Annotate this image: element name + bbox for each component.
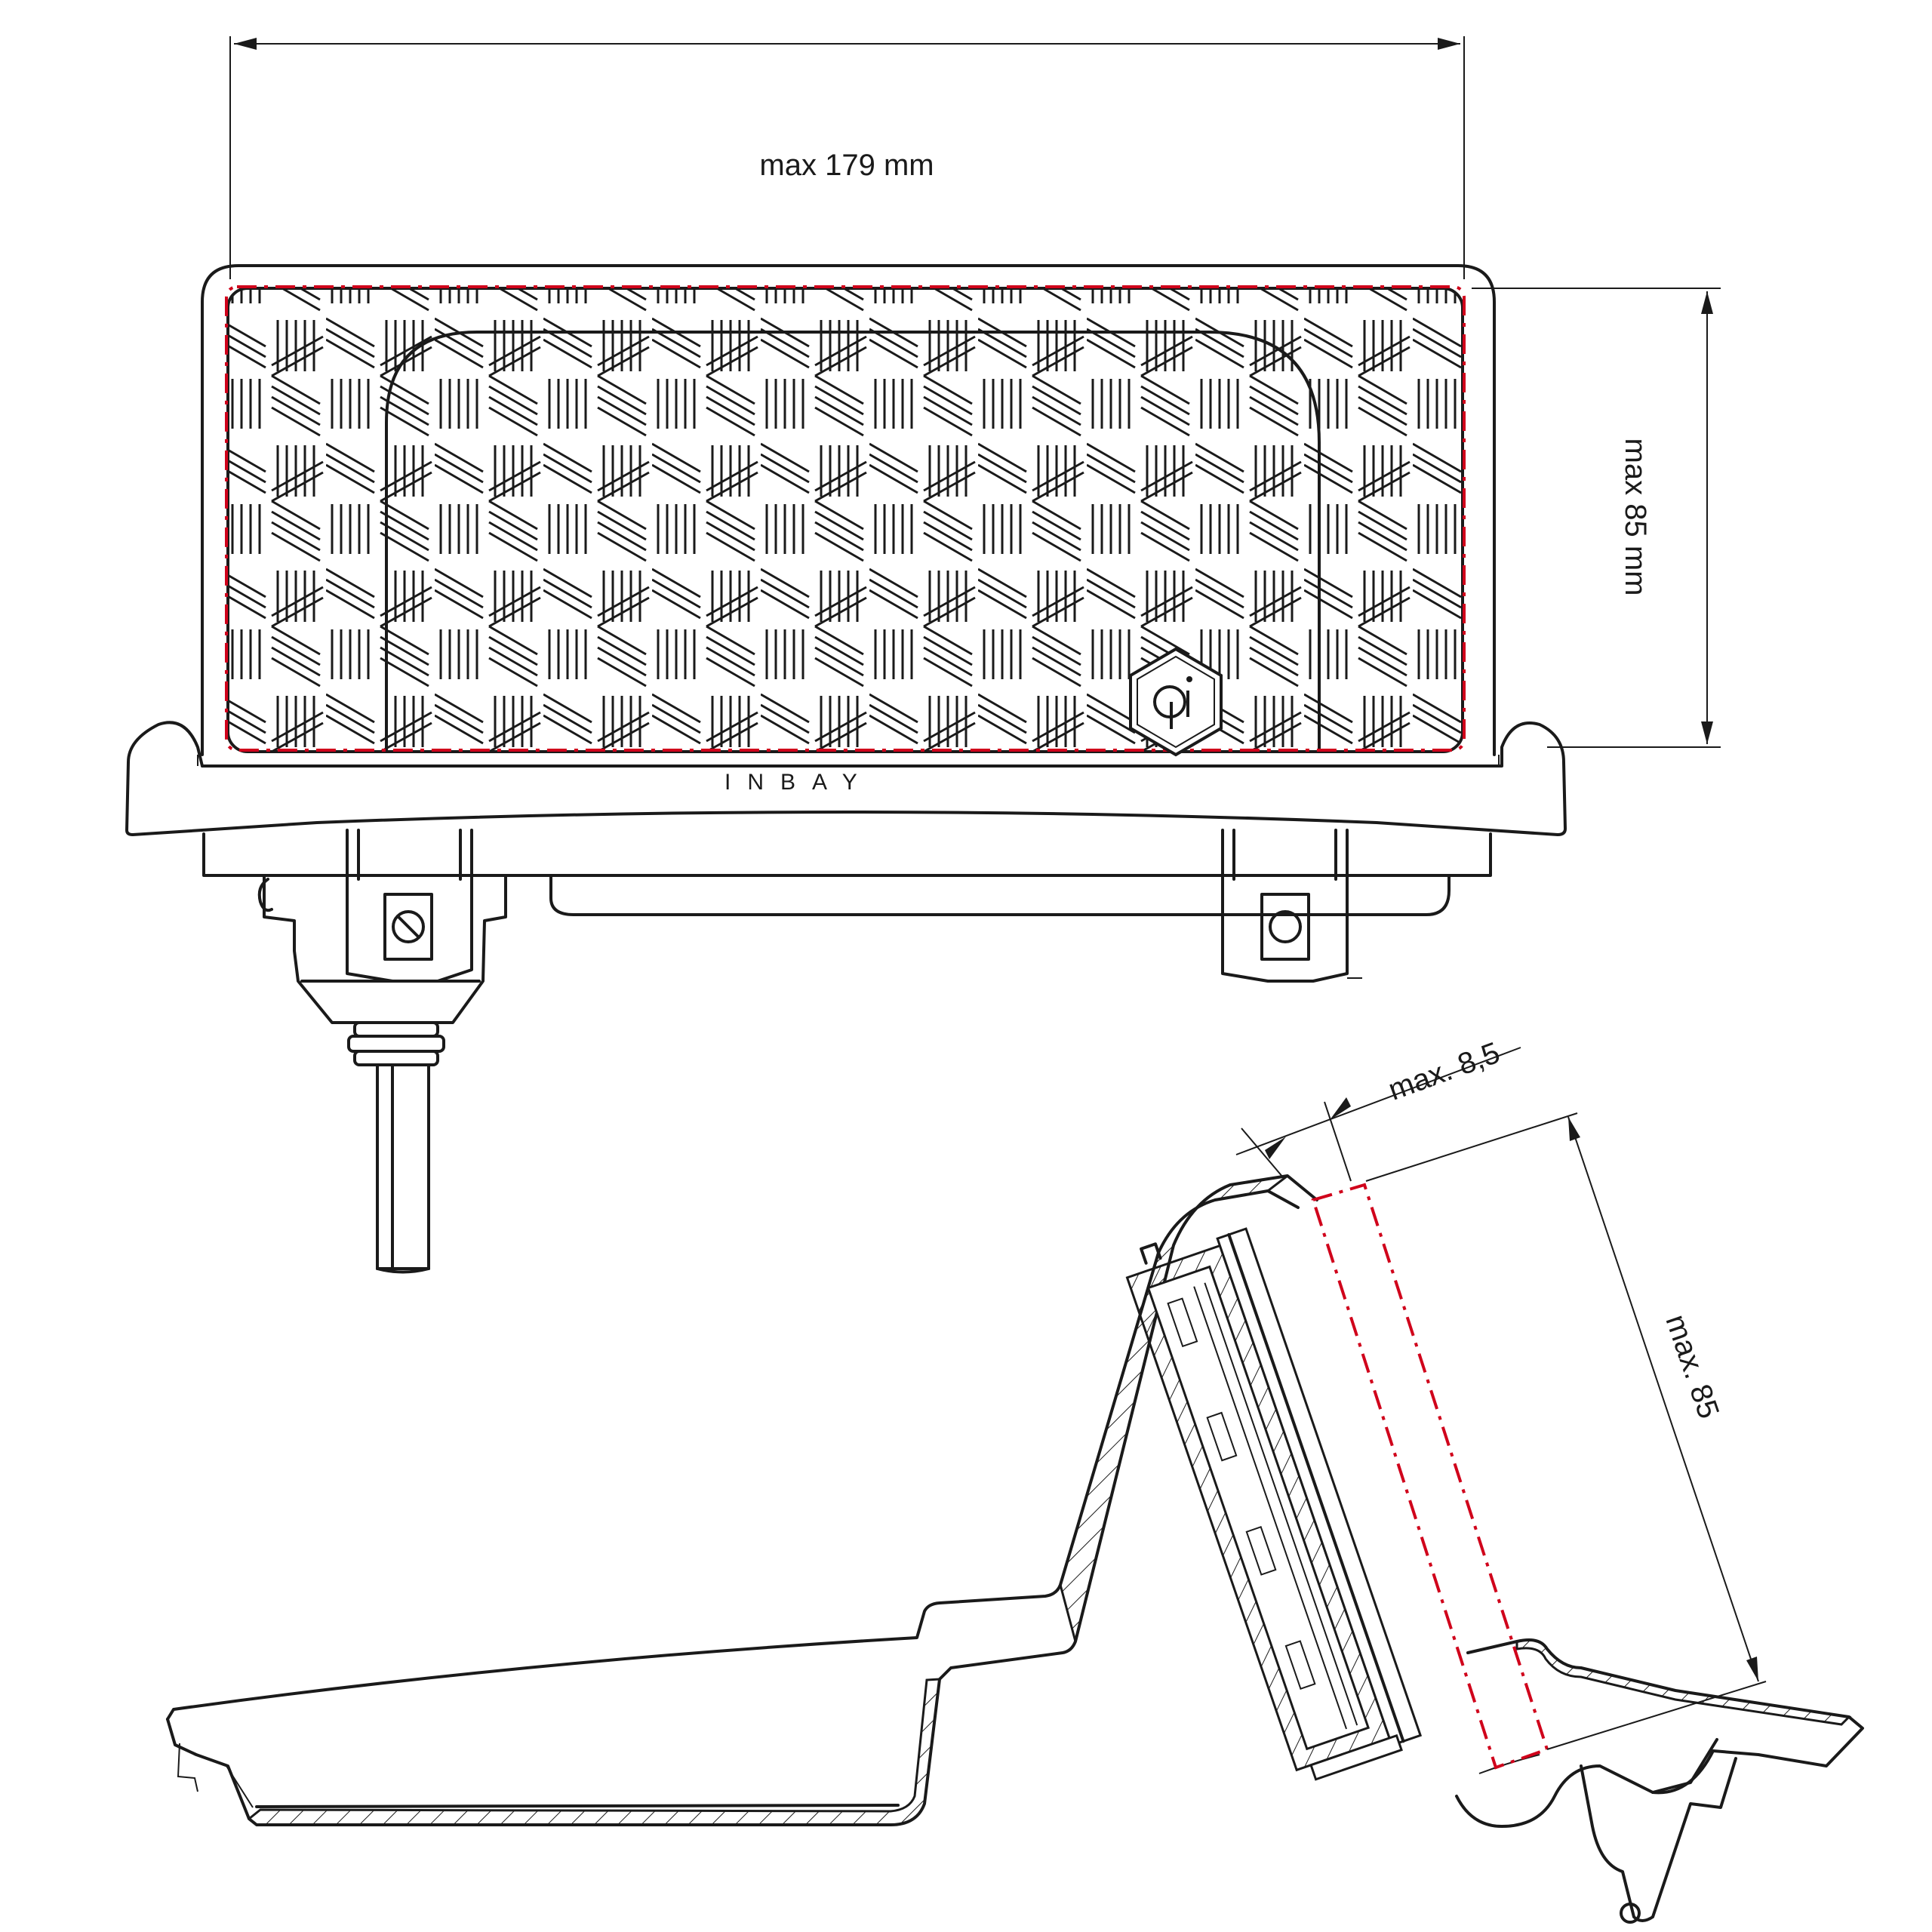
height-dimension: max 85 mm bbox=[1472, 288, 1721, 748]
device-envelope-angled bbox=[1311, 1183, 1549, 1770]
thickness-label: max. 8,5 bbox=[1384, 1036, 1504, 1107]
height-label: max 85 mm bbox=[1619, 438, 1652, 596]
charging-module-section bbox=[1125, 1227, 1423, 1781]
front-bezel bbox=[125, 721, 1567, 836]
rear-housing bbox=[202, 832, 1492, 877]
device-envelope-outline bbox=[225, 285, 1466, 752]
mount-bracket-section bbox=[1580, 1757, 1737, 1922]
front-lip-section bbox=[1455, 1638, 1864, 1828]
angled-height-label: max. 85 bbox=[1659, 1310, 1725, 1423]
right-mount-clip bbox=[1221, 829, 1362, 983]
front-view: INBAY bbox=[125, 264, 1567, 1274]
thickness-dimension: max. 8,5 bbox=[1235, 1036, 1521, 1182]
cable-connector bbox=[257, 874, 507, 1274]
left-mount-clip bbox=[346, 829, 473, 983]
shell-wall-section bbox=[1059, 1174, 1288, 1642]
rear-channel bbox=[549, 874, 1451, 916]
cable bbox=[376, 1063, 430, 1270]
brand-logo: INBAY bbox=[724, 770, 874, 795]
angled-height-dimension: max. 85 bbox=[1365, 1112, 1767, 1750]
tray-outer-body bbox=[201, 264, 1496, 756]
side-section-view: max. 8,5 max. 85 bbox=[166, 1036, 1864, 1924]
width-label: max 179 mm bbox=[759, 149, 934, 182]
qi-logo-icon bbox=[1129, 647, 1223, 757]
width-dimension: max 179 mm bbox=[229, 36, 1465, 279]
inner-charging-plateau bbox=[385, 331, 1321, 753]
